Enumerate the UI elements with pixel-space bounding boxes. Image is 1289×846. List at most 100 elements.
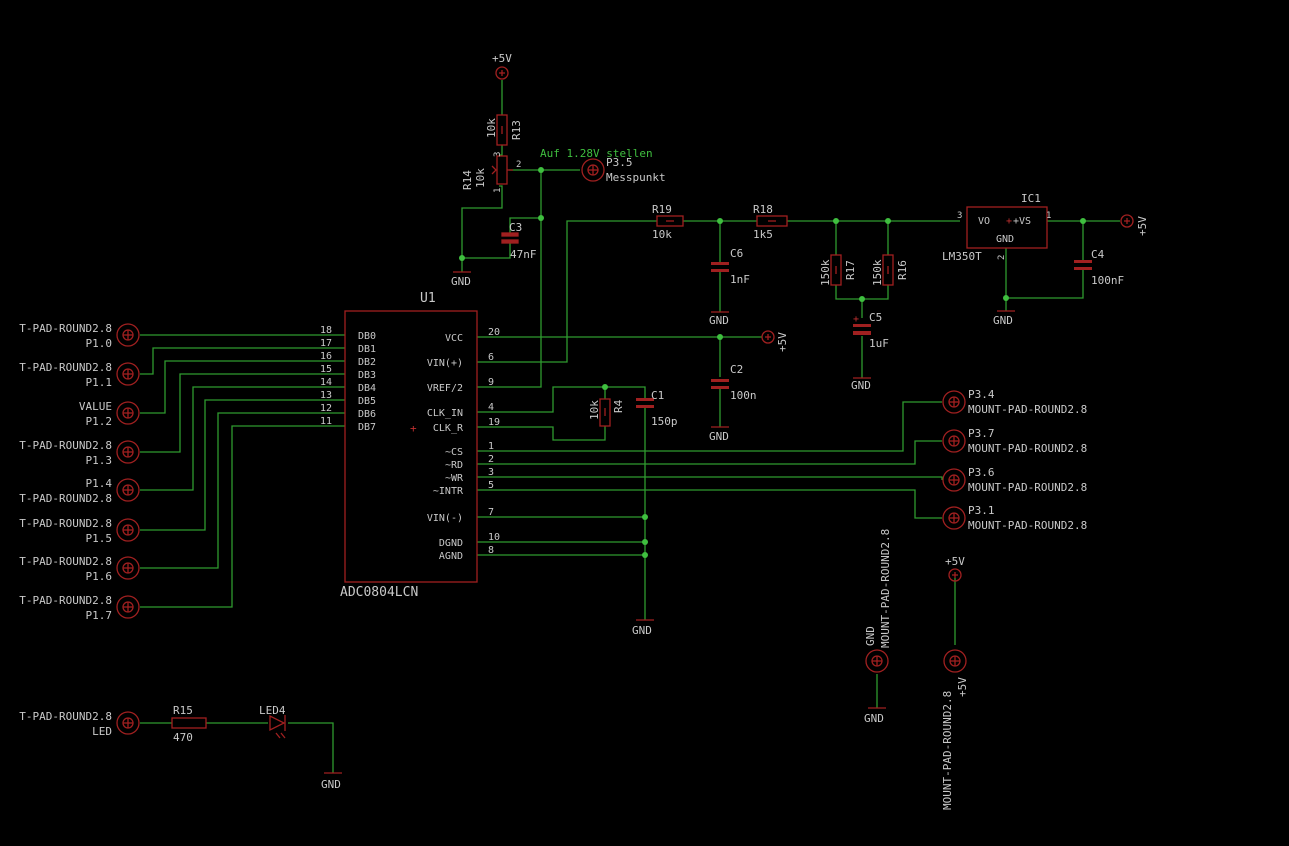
right-pad-value: MOUNT-PAD-ROUND2.8 <box>968 481 1087 494</box>
u1-pin-number: 15 <box>320 364 332 375</box>
u1-pin-number: 3 <box>488 467 494 478</box>
ic1-value: LM350T <box>942 250 982 263</box>
junctions <box>459 167 1086 558</box>
mount-pad-5v[interactable]: MOUNT-PAD-ROUND2.8 +5V <box>941 649 969 810</box>
ic1-vo: VO <box>978 216 990 227</box>
u1-pin-number: 12 <box>320 403 332 414</box>
svg-text:GND: GND <box>709 430 729 443</box>
u1-pin-label: DB2 <box>358 357 376 368</box>
led-pad[interactable]: T-PAD-ROUND2.8 LED <box>19 710 140 738</box>
left-pad[interactable]: T-PAD-ROUND2.8P1.5 <box>19 517 140 545</box>
c3-name: C3 <box>509 221 522 234</box>
vcc-top-label: +5V <box>492 52 512 65</box>
c4-value: 100nF <box>1091 274 1124 287</box>
u1-pin-number: 19 <box>488 417 500 428</box>
left-pad[interactable]: P1.4T-PAD-ROUND2.8 <box>19 477 140 505</box>
p35-testpoint[interactable]: Auf 1.28V stellen P3.5 Messpunkt <box>540 147 666 184</box>
r4-name: R4 <box>612 399 625 413</box>
u1-pin-label: DB7 <box>358 422 376 433</box>
r16-resistor[interactable]: 150k R16 <box>871 254 909 286</box>
svg-text:GND: GND <box>451 275 471 288</box>
u1-pin-label: AGND <box>439 551 463 562</box>
r14-name: R14 <box>461 170 474 190</box>
p35-note: Auf 1.28V stellen <box>540 147 653 160</box>
led4-diode[interactable]: LED4 <box>259 704 286 739</box>
vcc-top-symbol: +5V <box>492 52 512 80</box>
ic1-pin3: 3 <box>957 211 962 221</box>
u1-adc0804[interactable]: U1 ADC0804LCN DB018DB117DB216DB315DB414D… <box>320 291 500 600</box>
r4-resistor[interactable]: 10k R4 <box>588 398 625 427</box>
gnd-c2-symbol: GND <box>709 426 729 443</box>
u1-pin-label: DB0 <box>358 331 376 342</box>
left-pad[interactable]: T-PAD-ROUND2.8P1.1 <box>19 361 140 389</box>
c2-capacitor[interactable]: C2 100n <box>711 363 757 402</box>
r14-potentiometer[interactable]: R14 10k 1 3 2 <box>461 152 521 193</box>
r18-name: R18 <box>753 203 773 216</box>
mount-pad-gnd[interactable]: GND MOUNT-PAD-ROUND2.8 <box>864 529 892 673</box>
u1-pin-number: 11 <box>320 416 332 427</box>
ic1-vs: +VS <box>1013 216 1031 227</box>
u1-pin-number: 2 <box>488 454 494 465</box>
left-pad-top: T-PAD-ROUND2.8 <box>19 555 112 568</box>
u1-pin-label: ~INTR <box>433 486 464 497</box>
left-pad[interactable]: T-PAD-ROUND2.8P1.0 <box>19 322 140 350</box>
c2-name: C2 <box>730 363 743 376</box>
ic1-pin1: 1 <box>1046 211 1051 221</box>
svg-text:GND: GND <box>632 624 652 637</box>
left-pad-name: P1.3 <box>86 454 113 467</box>
u1-pin-label: DB6 <box>358 409 376 420</box>
left-pad-name: P1.6 <box>86 570 113 583</box>
r18-resistor[interactable]: R18 1k5 <box>753 203 788 241</box>
left-pad[interactable]: T-PAD-ROUND2.8P1.3 <box>19 439 140 467</box>
ic1-pin2: 2 <box>997 255 1007 260</box>
r14-pin2: 2 <box>516 160 521 170</box>
r16-value: 150k <box>871 259 884 286</box>
right-pad-value: MOUNT-PAD-ROUND2.8 <box>968 442 1087 455</box>
vcc-bottom-label: +5V <box>945 555 965 568</box>
r15-resistor[interactable]: R15 470 <box>171 704 207 744</box>
c1-name: C1 <box>651 389 664 402</box>
c4-capacitor[interactable]: C4 100nF <box>1074 248 1124 287</box>
ic1-gnd: GND <box>996 234 1014 245</box>
u1-pin-number: 6 <box>488 352 494 363</box>
u1-pin-number: 7 <box>488 507 494 518</box>
r17-resistor[interactable]: 150k R17 <box>819 254 857 286</box>
c6-capacitor[interactable]: C6 1nF <box>711 247 750 286</box>
left-pad-name: P1.5 <box>86 532 113 545</box>
left-pad-name: T-PAD-ROUND2.8 <box>19 492 112 505</box>
u1-pin-label: CLK_IN <box>427 408 463 419</box>
svg-text:GND: GND <box>864 712 884 725</box>
u1-pin-label: VCC <box>445 333 463 344</box>
left-pad-name: P1.7 <box>86 609 113 622</box>
left-pad-top: T-PAD-ROUND2.8 <box>19 517 112 530</box>
svg-text:+: + <box>1006 216 1012 227</box>
c6-name: C6 <box>730 247 743 260</box>
r19-name: R19 <box>652 203 672 216</box>
r19-resistor[interactable]: R19 10k <box>652 203 684 241</box>
left-pad[interactable]: T-PAD-ROUND2.8P1.6 <box>19 555 140 583</box>
left-pad[interactable]: T-PAD-ROUND2.8P1.7 <box>19 594 140 622</box>
r13-resistor[interactable]: 10k R13 <box>485 114 523 146</box>
vcc-bottom-symbol: +5V <box>945 555 965 582</box>
c5-capacitor[interactable]: + C5 1uF <box>853 311 889 350</box>
r15-name: R15 <box>173 704 193 717</box>
left-pad-top: VALUE <box>79 400 112 413</box>
c1-capacitor[interactable]: C1 150p <box>636 389 678 428</box>
u1-name: U1 <box>420 291 436 306</box>
u1-value: ADC0804LCN <box>340 585 418 600</box>
u1-pin-label: DB4 <box>358 383 376 394</box>
u1-pin-number: 17 <box>320 338 332 349</box>
r13-name: R13 <box>510 120 523 140</box>
gnd-c1-symbol: GND <box>632 619 654 637</box>
c3-capacitor[interactable]: C3 47nF <box>501 221 537 261</box>
svg-text:GND: GND <box>709 314 729 327</box>
u1-pin-label: ~RD <box>445 460 463 471</box>
left-pad-top: T-PAD-ROUND2.8 <box>19 361 112 374</box>
ic1-regulator[interactable]: IC1 LM350T VO + +VS GND 3 1 2 <box>942 192 1051 263</box>
vcc-u1-label: +5V <box>776 332 789 352</box>
